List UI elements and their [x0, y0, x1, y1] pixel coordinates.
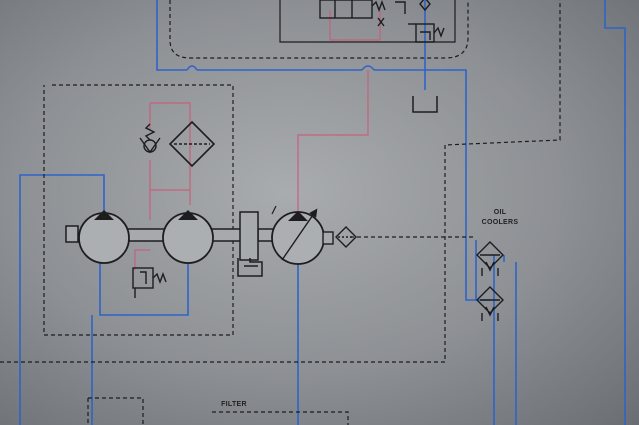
coolers-label: COOLERS — [481, 219, 519, 226]
filter-label: FILTER — [221, 401, 247, 408]
fixed-pump-2-symbol — [162, 210, 214, 264]
top-relief-valve-symbol — [408, 0, 445, 43]
relief-valve-symbol — [132, 267, 167, 298]
drive-shaft — [65, 225, 275, 243]
case-drain-filter-symbol — [335, 226, 357, 248]
supply-lines — [19, 0, 626, 425]
directional-valve-symbol — [319, 0, 406, 27]
pilot-lines — [134, 10, 381, 270]
enclosure-lines — [0, 0, 561, 425]
oil-label: OIL — [493, 209, 507, 216]
oil-cooler-2-symbol — [476, 286, 504, 321]
check-valve-symbol — [139, 123, 161, 154]
filter-symbol — [168, 120, 216, 168]
oil-cooler-1-symbol — [476, 241, 504, 276]
reservoir-symbol — [412, 96, 438, 113]
top-valve-box — [279, 0, 456, 43]
fixed-pump-1-symbol — [78, 210, 130, 264]
line-crossings — [186, 65, 375, 71]
variable-pump-symbol — [271, 205, 334, 265]
gearbox-symbol — [237, 211, 263, 277]
